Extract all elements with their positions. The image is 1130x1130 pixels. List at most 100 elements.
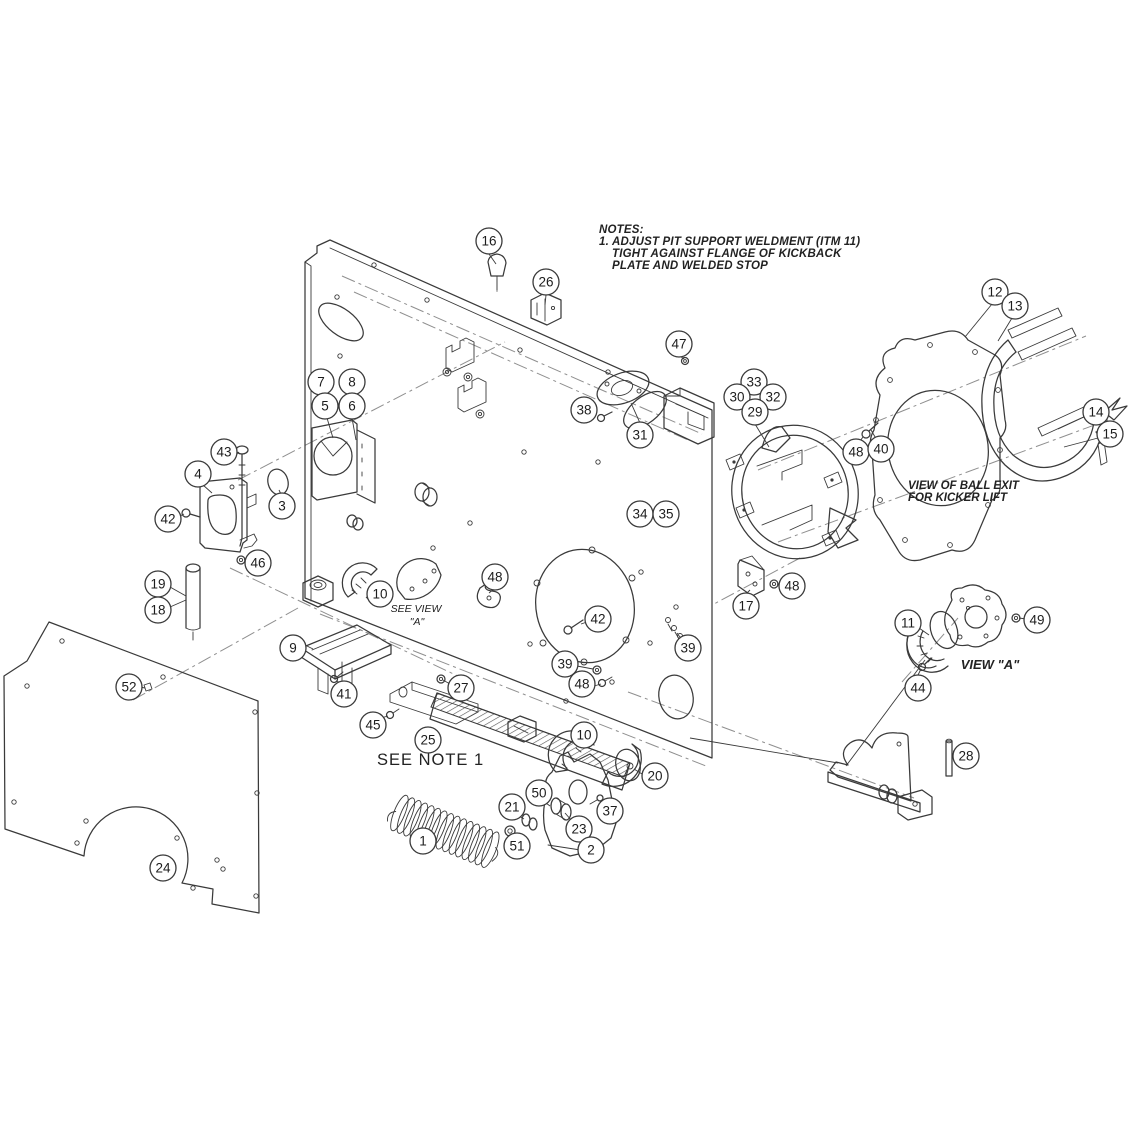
bolt-44 — [917, 657, 932, 672]
svg-text:16: 16 — [481, 234, 496, 249]
balloon-8: 8 — [338, 368, 366, 396]
balloon-41: 41 — [330, 680, 358, 708]
screw-47 — [680, 356, 690, 366]
svg-text:19: 19 — [150, 577, 165, 592]
pivot-bracket — [311, 419, 376, 504]
ball-exit-label-2: FOR KICKER LIFT — [908, 492, 1008, 504]
clamp-halves — [341, 557, 442, 600]
balloon-17: 17 — [732, 592, 760, 620]
balloon-10: 10 — [570, 721, 598, 749]
see-view-a-label-2: "A" — [410, 616, 426, 628]
svg-text:52: 52 — [121, 680, 136, 695]
svg-text:6: 6 — [348, 399, 356, 414]
notes-line-3: PLATE AND WELDED STOP — [612, 260, 768, 272]
nut-27 — [436, 674, 446, 684]
svg-text:50: 50 — [531, 786, 546, 801]
balloon-31: 31 — [626, 421, 654, 449]
svg-text:25: 25 — [420, 733, 435, 748]
balloon-27: 27 — [447, 674, 475, 702]
ball-exit-assembly — [861, 307, 1128, 562]
nut-46 — [236, 555, 246, 565]
balloon-52: 52 — [115, 673, 143, 701]
svg-text:35: 35 — [658, 507, 673, 522]
hook-48 — [476, 583, 501, 609]
svg-text:47: 47 — [671, 337, 686, 352]
pin-28 — [945, 738, 953, 777]
notes-line-1: 1. ADJUST PIT SUPPORT WELDMENT (ITM 11) — [599, 236, 860, 248]
balloon-1: 1 — [409, 827, 437, 855]
balloon-39: 39 — [674, 634, 702, 662]
svg-text:12: 12 — [987, 285, 1002, 300]
welded-stop — [663, 387, 715, 445]
balloon-45: 45 — [359, 711, 387, 739]
balloon-6: 6 — [338, 392, 366, 420]
svg-text:8: 8 — [348, 375, 356, 390]
see-note-label: SEE NOTE 1 — [377, 751, 484, 769]
balloon-48: 48 — [568, 670, 596, 698]
balloon-20: 20 — [641, 762, 669, 790]
kicker-arm — [542, 751, 618, 857]
balloon-34: 34 — [626, 500, 654, 528]
deflector-31 — [596, 370, 667, 430]
balloon-19: 19 — [144, 570, 172, 598]
balloon-13: 13 — [1001, 292, 1029, 320]
svg-text:48: 48 — [487, 570, 502, 585]
balloon-11: 11 — [894, 609, 922, 637]
exit-flange — [869, 330, 1007, 562]
balloon-39: 39 — [551, 650, 579, 678]
svg-text:21: 21 — [504, 800, 519, 815]
balloon-23: 23 — [565, 815, 593, 843]
sheet-25 — [429, 692, 631, 791]
svg-text:48: 48 — [848, 445, 863, 460]
kickback-plate — [302, 239, 715, 759]
svg-text:2: 2 — [587, 843, 595, 858]
balloon-47: 47 — [665, 330, 693, 358]
bolt-40-48 — [861, 422, 879, 439]
svg-text:39: 39 — [557, 657, 572, 672]
corner-block — [302, 575, 334, 608]
balloon-35: 35 — [652, 500, 680, 528]
balloon-7: 7 — [307, 368, 335, 396]
balloon-5: 5 — [311, 392, 339, 420]
balloon-32: 32 — [759, 383, 787, 411]
svg-text:11: 11 — [901, 616, 915, 631]
bracket-17 — [737, 555, 765, 597]
svg-text:1: 1 — [419, 834, 427, 849]
spacer-3 — [267, 468, 289, 496]
view-a-label: VIEW "A" — [961, 657, 1020, 672]
spring-clips — [442, 337, 487, 419]
balloon-26: 26 — [532, 268, 560, 296]
balloon-43: 43 — [210, 438, 238, 466]
balloon-48: 48 — [842, 438, 870, 466]
balloon-28: 28 — [952, 742, 980, 770]
balloon-25: 25 — [414, 726, 442, 754]
svg-text:32: 32 — [765, 390, 780, 405]
ball-exit-label-1: VIEW OF BALL EXIT — [908, 480, 1020, 492]
svg-text:48: 48 — [784, 579, 799, 594]
svg-text:18: 18 — [150, 603, 165, 618]
kickback-ring-assembly — [725, 424, 859, 597]
bushings — [346, 482, 438, 531]
rod-18-19 — [185, 563, 201, 641]
annotations: NOTES: 1. ADJUST PIT SUPPORT WELDMENT (I… — [377, 224, 1020, 769]
balloon-38: 38 — [570, 396, 598, 424]
balloon-30: 30 — [723, 383, 751, 411]
svg-text:31: 31 — [632, 428, 647, 443]
balloon-49: 49 — [1023, 606, 1051, 634]
balloon-21: 21 — [498, 793, 526, 821]
svg-text:45: 45 — [365, 718, 380, 733]
view-a-plate — [944, 584, 1007, 648]
balloon-42: 42 — [584, 605, 612, 633]
svg-text:42: 42 — [590, 612, 605, 627]
svg-text:37: 37 — [602, 804, 617, 819]
svg-text:23: 23 — [571, 822, 586, 837]
balloon-3: 3 — [268, 492, 296, 520]
view-a-assembly — [906, 584, 1021, 673]
nut-48-ring — [769, 579, 779, 589]
svg-text:34: 34 — [632, 507, 648, 522]
balloon-15: 15 — [1096, 420, 1124, 448]
svg-text:30: 30 — [729, 390, 744, 405]
svg-text:49: 49 — [1029, 613, 1044, 628]
svg-text:10: 10 — [372, 587, 387, 602]
